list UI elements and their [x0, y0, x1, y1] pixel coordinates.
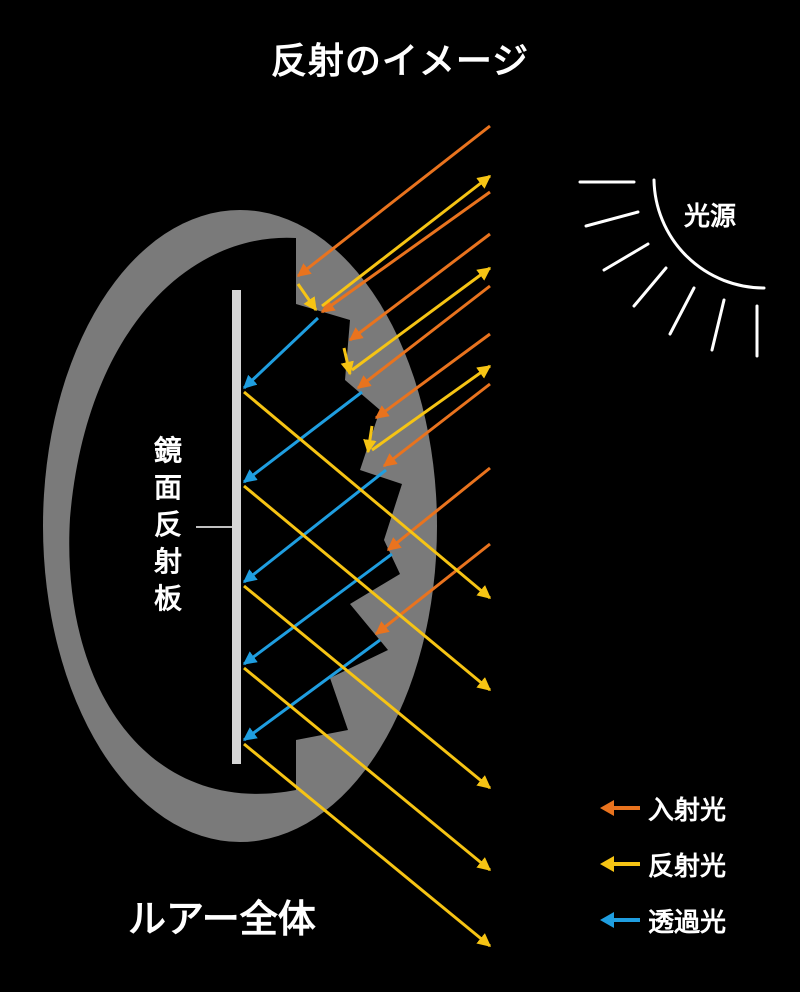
sun-ray: [602, 242, 650, 272]
incident-ray: [348, 232, 491, 342]
mirror-plate-label: 鏡面反射板: [153, 434, 182, 615]
lure-whole-label: ルアー全体: [128, 897, 316, 941]
diagram-title: 反射のイメージ: [270, 41, 530, 82]
sun-arc: [652, 178, 766, 290]
sun-ray: [668, 286, 696, 336]
light-source-icon: [578, 178, 766, 358]
incident-ray: [382, 382, 491, 468]
plate-reflected-ray: [243, 584, 492, 790]
incident-ray: [386, 466, 491, 552]
plate-reflected-rays: [243, 390, 492, 948]
transmitted-rays: [242, 316, 393, 742]
plate-reflected-ray: [243, 742, 492, 948]
legend-item-reflected: 反射光: [598, 836, 726, 892]
lure-prism-zigzag: [296, 238, 304, 250]
legend-item-incident: 入射光: [598, 780, 726, 836]
incident-ray: [356, 284, 491, 390]
surface-reflected-ray: [351, 266, 492, 372]
surface-reflected-rays: [296, 174, 492, 454]
plate-reflected-ray: [243, 484, 492, 692]
legend-label: 反射光: [648, 851, 727, 882]
legend-label: 透過光: [648, 907, 727, 938]
transmitted-ray: [242, 468, 387, 584]
sun-ray: [584, 210, 640, 228]
incident-ray: [320, 190, 491, 314]
transmitted-ray: [242, 638, 381, 742]
arrow-left-icon: [600, 912, 640, 928]
sun-ray: [632, 266, 668, 308]
arrow-left-icon: [600, 856, 640, 872]
surface-reflected-ray: [321, 174, 492, 308]
surface-reflected-ray: [371, 364, 492, 452]
surface-reflection-short: [340, 347, 354, 376]
legend-label: 入射光: [648, 795, 727, 826]
incident-rays: [296, 124, 491, 636]
transmitted-ray: [242, 316, 320, 390]
plate-reflected-ray: [243, 666, 492, 872]
incident-ray: [374, 332, 491, 420]
transmitted-ray: [242, 390, 363, 484]
plate-reflected-ray: [243, 390, 492, 600]
arrow-left-icon: [600, 800, 640, 816]
surface-reflection-short: [363, 425, 377, 454]
light-source-label: 光源: [684, 202, 737, 232]
sun-ray: [710, 298, 726, 352]
transmitted-ray: [242, 552, 393, 666]
legend-item-transmitted: 透過光: [598, 892, 726, 948]
incident-ray: [374, 542, 491, 636]
legend: 入射光 反射光 透過光: [598, 780, 726, 948]
mirror-reflector-plate: [232, 290, 241, 764]
surface-reflection-short: [296, 283, 318, 312]
incident-ray: [296, 124, 491, 278]
